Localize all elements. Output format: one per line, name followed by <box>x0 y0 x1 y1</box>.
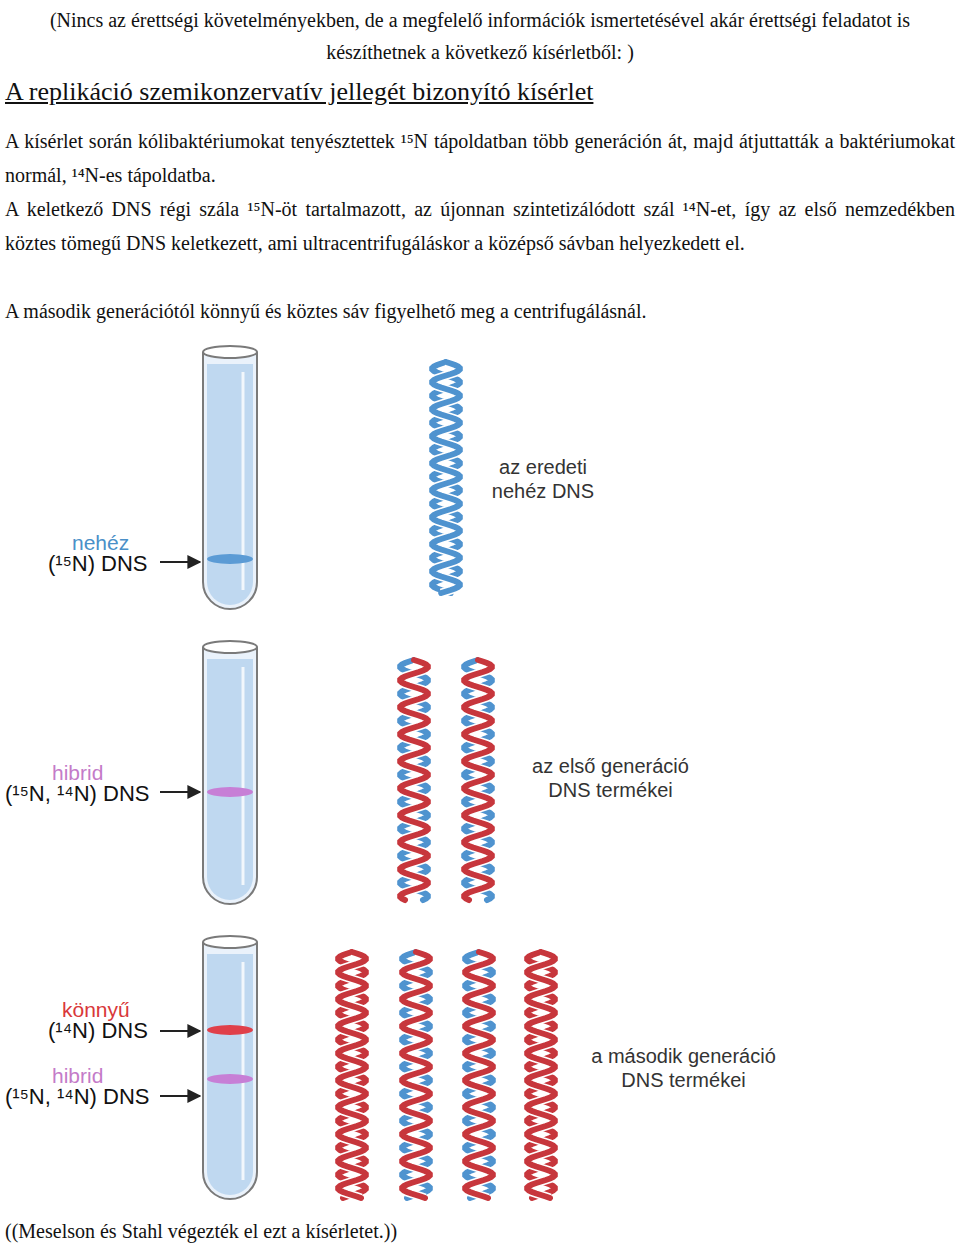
dna-strand <box>464 660 492 900</box>
strand-casing <box>527 952 555 1198</box>
dna-strand <box>400 660 428 900</box>
dna-band <box>207 787 253 797</box>
double-helix <box>402 952 430 1198</box>
dna-strand <box>432 362 460 593</box>
band-label: (¹⁴N) DNS <box>48 1018 148 1044</box>
double-helix <box>527 952 555 1198</box>
double-helix <box>465 952 493 1198</box>
strand-casing <box>432 362 460 593</box>
dna-strand <box>338 952 366 1198</box>
strand-casing <box>464 660 492 900</box>
note: (Nincs az érettségi követelményekben, de… <box>30 4 930 68</box>
strand-casing <box>402 952 430 1198</box>
strand-casing <box>400 660 428 900</box>
strand-casing <box>338 952 366 1198</box>
dna-strand <box>465 952 493 1198</box>
paragraph: A keletkező DNS régi szála ¹⁵N-öt tartal… <box>5 192 955 260</box>
strand-casing <box>465 952 493 1198</box>
strand-casing <box>400 660 428 900</box>
band-label: (¹⁵N) DNS <box>48 551 148 577</box>
strand-casing <box>432 362 460 593</box>
dna-strand <box>527 952 555 1198</box>
paragraph: A második generációtól könnyű és köztes … <box>5 294 955 328</box>
dna-strand <box>402 952 430 1198</box>
leader-arrow <box>160 1095 200 1097</box>
test-tube <box>203 346 257 609</box>
dna-band <box>207 554 253 564</box>
strand-casing <box>402 952 430 1198</box>
test-tube <box>203 641 257 904</box>
helix-label: a második generáció DNS termékei <box>576 1044 791 1092</box>
leader-arrow <box>160 1030 200 1032</box>
dna-band <box>207 1025 253 1035</box>
test-tube <box>203 936 257 1199</box>
band-label: (¹⁵N, ¹⁴N) DNS <box>5 1084 149 1110</box>
dna-strand <box>465 952 493 1198</box>
helix-label: az első generáció DNS termékei <box>518 754 703 802</box>
double-helix <box>400 660 428 900</box>
strand-casing <box>464 660 492 900</box>
dna-strand <box>338 952 366 1198</box>
double-helix <box>432 362 460 593</box>
title: A replikáció szemikonzervatív jellegét b… <box>5 76 593 108</box>
dna-strand <box>400 660 428 900</box>
dna-band <box>207 1074 253 1084</box>
leader-arrow <box>160 561 200 563</box>
strand-casing <box>527 952 555 1198</box>
band-label: (¹⁵N, ¹⁴N) DNS <box>5 781 149 807</box>
strand-casing <box>465 952 493 1198</box>
double-helix <box>464 660 492 900</box>
paragraph: A kísérlet során kólibaktériumokat tenyé… <box>5 124 955 192</box>
dna-strand <box>464 660 492 900</box>
caption: ((Meselson és Stahl végezték el ezt a kí… <box>5 1218 397 1244</box>
helix-label: az eredeti nehéz DNS <box>478 455 608 503</box>
dna-strand <box>527 952 555 1198</box>
dna-strand <box>432 362 460 593</box>
leader-arrow <box>160 791 200 793</box>
double-helix <box>338 952 366 1198</box>
strand-casing <box>338 952 366 1198</box>
dna-strand <box>402 952 430 1198</box>
